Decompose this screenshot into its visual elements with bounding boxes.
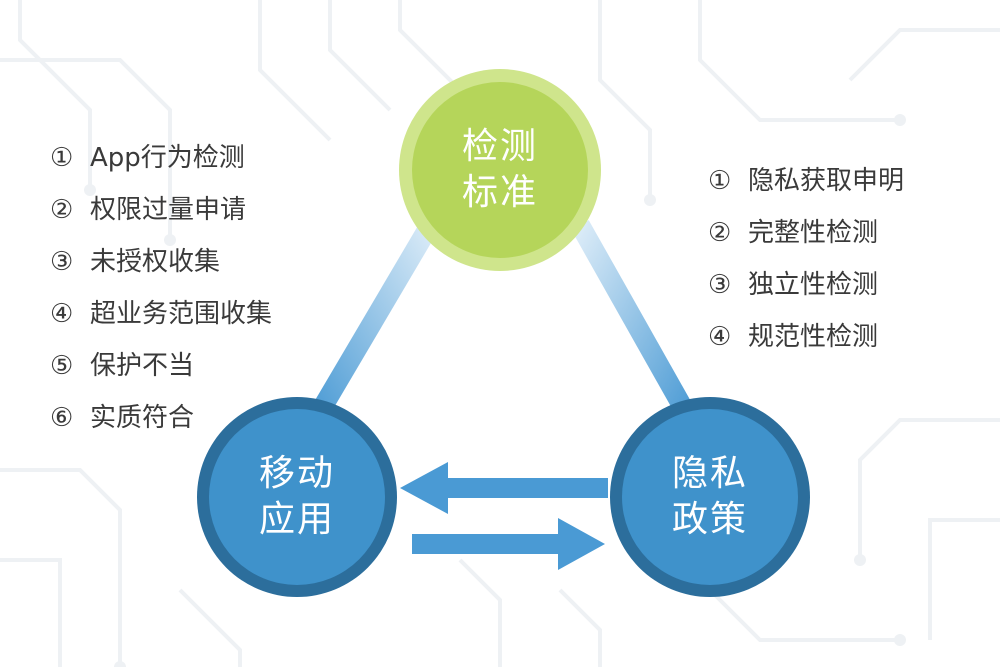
node-label-line: 应用 [258, 499, 335, 540]
list-item-number: ⑤ [50, 351, 74, 381]
list-item-number: ① [708, 166, 732, 196]
list-item-text: 保护不当 [90, 351, 195, 381]
privacy-policy-list: ① 隐私获取申明 ② 完整性检测 ③ 独立性检测 ④ 规范性检测 [708, 155, 904, 363]
list-item: ④ 规范性检测 [708, 311, 904, 363]
node-label-line: 政策 [671, 499, 748, 540]
list-item-number: ⑥ [50, 403, 74, 433]
node-label-mobile-app: 移动 应用 [237, 451, 357, 543]
list-item-text: 超业务范围收集 [90, 299, 273, 329]
list-item: ④ 超业务范围收集 [50, 288, 272, 340]
arrow-left [400, 462, 608, 514]
list-item-text: App行为检测 [90, 143, 245, 173]
list-item-text: 权限过量申请 [90, 195, 247, 225]
list-item: ⑥ 实质符合 [50, 392, 272, 444]
list-item-text: 完整性检测 [748, 218, 879, 248]
list-item: ③ 未授权收集 [50, 236, 272, 288]
list-item: ① 隐私获取申明 [708, 155, 904, 207]
list-item-text: 隐私获取申明 [748, 166, 905, 196]
list-item-number: ② [708, 218, 732, 248]
list-item: ② 完整性检测 [708, 207, 904, 259]
list-item: ① App行为检测 [50, 132, 272, 184]
list-item: ⑤ 保护不当 [50, 340, 272, 392]
list-item-text: 独立性检测 [748, 270, 879, 300]
node-label-detection-standard: 检测 标准 [440, 124, 560, 216]
list-item: ③ 独立性检测 [708, 259, 904, 311]
list-item-text: 规范性检测 [748, 322, 879, 352]
node-label-line: 隐私 [671, 453, 748, 494]
list-item-number: ① [50, 143, 74, 173]
node-label-line: 标准 [461, 172, 538, 213]
list-item-number: ③ [708, 270, 732, 300]
list-item: ② 权限过量申请 [50, 184, 272, 236]
node-privacy-policy [610, 397, 810, 597]
node-label-privacy-policy: 隐私 政策 [650, 451, 770, 543]
node-mobile-app [197, 397, 397, 597]
connector-top-right [571, 220, 699, 425]
list-item-number: ② [50, 195, 74, 225]
connector-top-left [306, 219, 439, 426]
node-label-line: 移动 [258, 453, 335, 494]
node-label-line: 检测 [461, 126, 538, 167]
app-detection-list: ① App行为检测 ② 权限过量申请 ③ 未授权收集 ④ 超业务范围收集 ⑤ 保护不当 ⑥… [50, 132, 272, 444]
node-detection-standard [399, 69, 601, 271]
list-item-text: 实质符合 [90, 403, 195, 433]
list-item-number: ④ [50, 299, 74, 329]
arrow-right [412, 518, 605, 570]
list-item-number: ③ [50, 247, 74, 277]
list-item-text: 未授权收集 [90, 247, 221, 277]
list-item-number: ④ [708, 322, 732, 352]
